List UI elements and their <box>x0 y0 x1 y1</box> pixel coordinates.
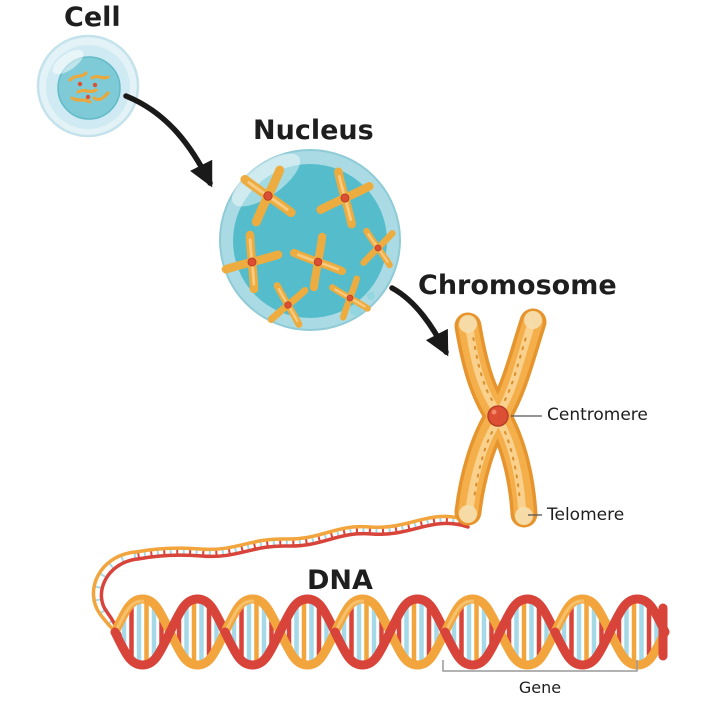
dna-label: DNA <box>307 565 373 596</box>
cell-illustration <box>36 34 140 138</box>
chromosome-illustration <box>454 308 547 528</box>
centromere-dot <box>487 405 509 427</box>
centromere-label: Centromere <box>547 405 648 425</box>
telomere-tip <box>524 311 542 329</box>
nucleus-to-chromosome-arrow <box>389 285 449 357</box>
gene-label: Gene <box>518 678 562 697</box>
telomere-tip <box>459 315 477 333</box>
dna-helix-illustration <box>115 599 665 665</box>
nucleus-illustration <box>219 149 401 331</box>
cell-label: Cell <box>64 2 121 33</box>
telomere-tip <box>515 507 533 525</box>
cell-to-nucleus-arrow <box>123 93 213 188</box>
dna-connector-ribbon <box>91 514 470 639</box>
telomere-label: Telomere <box>547 505 625 525</box>
cell-chromatin <box>68 71 110 104</box>
telomere-tip <box>459 505 477 523</box>
gene-bracket <box>442 660 638 672</box>
chromosome-label: Chromosome <box>418 270 617 301</box>
nucleus-label: Nucleus <box>253 115 374 146</box>
